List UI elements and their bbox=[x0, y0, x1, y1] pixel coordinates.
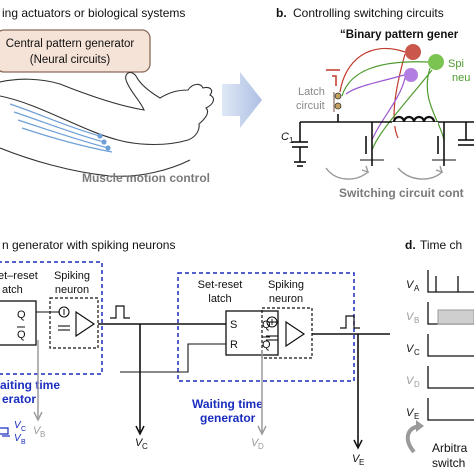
timing-label-sub: D bbox=[414, 380, 420, 389]
latch-left-sublabel: atch bbox=[2, 284, 23, 296]
latch-circuit-sublabel: circuit bbox=[296, 100, 325, 112]
waiting-left-label: aiting time bbox=[0, 378, 60, 392]
arm-illustration bbox=[0, 71, 215, 177]
spiking-neuron-right-label: Spiking bbox=[268, 279, 304, 291]
ve-sub: E bbox=[359, 458, 364, 467]
neuron-purple bbox=[404, 68, 418, 82]
binary-pattern-label: “Binary pattern gener bbox=[340, 29, 459, 41]
timing-level bbox=[437, 309, 474, 325]
latch-circuit-label: Latch bbox=[298, 86, 325, 98]
panel-b-title: Controlling switching circuits bbox=[293, 6, 444, 20]
panel-a-title: ing actuators or biological systems bbox=[2, 6, 185, 20]
panel-d-title: Time ch bbox=[420, 238, 462, 252]
spiking-neuron-left-label: Spiking bbox=[54, 270, 90, 282]
neuron-label: neu bbox=[452, 72, 470, 84]
legend-vb: V bbox=[14, 433, 22, 444]
spiking-neuron-right-sublabel: neuron bbox=[269, 293, 303, 305]
spiking-neuron-left-sublabel: neuron bbox=[55, 284, 89, 296]
spiking-neuron-left bbox=[49, 297, 99, 349]
muscle-nerve-lines bbox=[9, 103, 113, 153]
panel-b-letter: b. bbox=[276, 6, 287, 20]
latch-left-label: et–reset bbox=[0, 270, 38, 282]
cpg-sublabel: (Neural circuits) bbox=[30, 54, 111, 66]
neuron-green bbox=[428, 54, 444, 70]
panel-c: n generator with spiking neurons et–rese… bbox=[0, 238, 390, 467]
cpg-label: Central pattern generator bbox=[6, 38, 135, 50]
panel-d-caption-2: switch bbox=[432, 456, 465, 470]
waiting-right-label: Waiting time bbox=[192, 397, 263, 411]
ve-label: V bbox=[352, 453, 361, 465]
spiking-label: Spi bbox=[448, 58, 464, 70]
timing-axis bbox=[427, 334, 474, 357]
latch-right bbox=[225, 310, 279, 356]
panel-b: b. Controlling switching circuits “Binar… bbox=[276, 6, 474, 200]
legend-mini: V C V B bbox=[0, 420, 26, 446]
timing-label: V bbox=[406, 407, 415, 419]
timing-axis bbox=[427, 398, 474, 421]
timing-label-sub: E bbox=[414, 412, 419, 421]
timing-label: V bbox=[406, 279, 415, 291]
legend-vc: V bbox=[14, 420, 22, 431]
cpg-box bbox=[0, 29, 151, 73]
vd-sub: D bbox=[258, 442, 264, 451]
latch-left-qbar: Q bbox=[17, 329, 26, 341]
vb-sub: B bbox=[40, 430, 45, 439]
pulse-ve bbox=[340, 315, 360, 329]
vc-label: V bbox=[135, 437, 144, 449]
panel-c-title: n generator with spiking neurons bbox=[2, 238, 175, 252]
waiting-time-box-right bbox=[177, 272, 355, 382]
flow-arrow bbox=[222, 72, 262, 128]
latch-right-s: S bbox=[230, 319, 237, 331]
waiting-left-sublabel: erator bbox=[2, 392, 36, 406]
latch-right-qbar: Q bbox=[262, 339, 271, 351]
panel-b-caption: Switching circuit cont bbox=[339, 186, 464, 200]
switching-circuit: C 1 bbox=[281, 114, 474, 180]
capacitor-sub: 1 bbox=[289, 136, 294, 145]
vd-label: V bbox=[251, 437, 260, 449]
spiking-neuron-right bbox=[261, 307, 313, 359]
timing-label: V bbox=[406, 343, 415, 355]
timing-pulse bbox=[435, 276, 459, 292]
timing-label: V bbox=[406, 311, 415, 323]
legend-vc-sub: C bbox=[21, 426, 26, 433]
vb-label: V bbox=[33, 425, 42, 437]
capacitor-label: C bbox=[281, 131, 289, 143]
panel-d-caption: Arbitra bbox=[432, 441, 468, 455]
panel-a-caption: Muscle motion control bbox=[82, 171, 210, 185]
vc-sub: C bbox=[142, 442, 148, 451]
latch-right-sublabel: latch bbox=[208, 293, 231, 305]
panel-a: ing actuators or biological systems Cent… bbox=[0, 6, 215, 185]
panel-d-letter: d. bbox=[405, 238, 416, 252]
timing-label-sub: A bbox=[414, 284, 420, 293]
legend-vb-sub: B bbox=[21, 439, 26, 446]
timing-label: V bbox=[406, 375, 415, 387]
waiting-time-box-left bbox=[0, 261, 103, 375]
timing-axis bbox=[427, 270, 474, 293]
latch-left-q: Q bbox=[17, 309, 26, 321]
latch-right-label: Set-reset bbox=[198, 279, 243, 291]
timing-label-sub: C bbox=[414, 348, 420, 357]
latch-right-q: Q bbox=[262, 319, 271, 331]
neuron-connections bbox=[339, 47, 445, 151]
latch-left bbox=[0, 300, 37, 346]
neuron-red bbox=[405, 44, 421, 60]
pulse-vc bbox=[110, 305, 130, 319]
latch-right-r: R bbox=[230, 339, 238, 351]
timing-axis bbox=[427, 366, 474, 389]
timing-label-sub: B bbox=[414, 316, 419, 325]
waiting-right-sublabel: generator bbox=[200, 411, 256, 425]
